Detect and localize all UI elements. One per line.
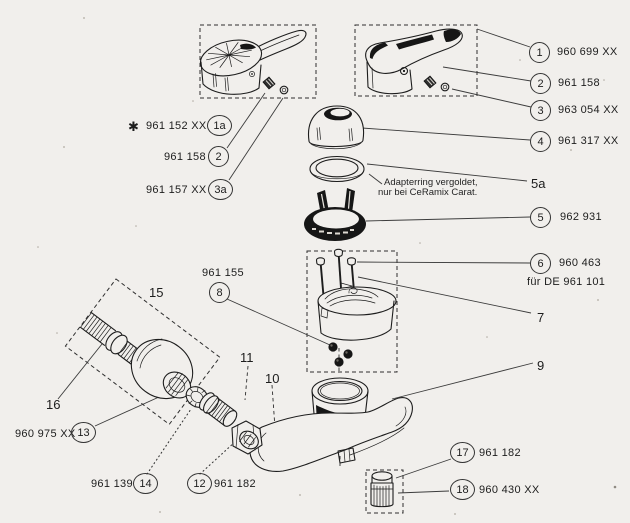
- mixer-body-art: [249, 397, 413, 472]
- callout-number-13: 13: [77, 426, 90, 439]
- part-code-13: 960 975 XX: [15, 428, 76, 440]
- part-code-6: 960 463: [559, 257, 601, 269]
- part-code-17: 961 182: [479, 447, 521, 459]
- alt-handle-group-box: [199, 24, 317, 99]
- callout-circle-3a: 3a: [208, 179, 233, 200]
- lever-handle-art: [365, 28, 463, 95]
- callout-number-3a: 3a: [214, 183, 227, 196]
- part-code-6-note: für DE 961 101: [527, 276, 606, 288]
- cap-plug-alt-art: [279, 85, 289, 95]
- callout-circle-4: 4: [530, 131, 551, 152]
- plug-group-box: [365, 469, 404, 514]
- callout-number-2-left: 2: [215, 150, 222, 163]
- adapter-ring-note-line2: nur bei CeRamix Carat.: [378, 187, 478, 198]
- dome-cap-art: [307, 105, 365, 150]
- callout-number-4: 4: [537, 135, 544, 148]
- part-code-3: 963 054 XX: [558, 104, 619, 116]
- callout-circle-13: 13: [71, 422, 96, 443]
- callout-circle-18: 18: [450, 479, 475, 500]
- part-code-14: 961 139: [91, 478, 133, 490]
- part-code-1a: 961 152 XX: [146, 120, 207, 132]
- callout-circle-6: 6: [530, 253, 551, 274]
- callout-number-7: 7: [537, 310, 545, 325]
- callout-number-15: 15: [149, 285, 164, 300]
- part-code-2-right: 961 158: [558, 77, 600, 89]
- paper-speckles: [37, 17, 617, 515]
- callout-number-6: 6: [537, 257, 544, 270]
- cartridge-art: [317, 286, 397, 341]
- s-union-art: [79, 312, 148, 369]
- leader-lines: [57, 28, 534, 494]
- callout-number-2-right: 2: [537, 77, 544, 90]
- callout-number-14: 14: [139, 477, 152, 490]
- cap-plug-art: [440, 82, 450, 92]
- grub-screw-alt-art: [262, 76, 276, 90]
- callout-circle-17: 17: [450, 442, 475, 463]
- seal-set-art: [328, 342, 353, 367]
- locking-ring-art: [304, 188, 366, 241]
- union-nut-art: [231, 420, 263, 455]
- callout-number-18: 18: [456, 483, 469, 496]
- callout-number-9: 9: [537, 358, 545, 373]
- callout-number-1: 1: [536, 46, 543, 59]
- cartridge-group-box: [306, 250, 398, 373]
- callout-number-12: 12: [193, 477, 206, 490]
- callout-circle-2-right: 2: [530, 73, 551, 94]
- callout-circle-5: 5: [530, 207, 551, 228]
- knob-handle-art: [199, 29, 307, 95]
- escutcheon-art: [130, 338, 194, 400]
- callout-number-10: 10: [265, 371, 280, 386]
- callout-circle-14: 14: [133, 473, 158, 494]
- adapter-nipple-art: [198, 392, 238, 427]
- part-code-3a: 961 157 XX: [146, 184, 207, 196]
- callout-number-17: 17: [456, 446, 469, 459]
- drain-plug-art: [370, 471, 394, 508]
- callout-number-8: 8: [216, 286, 223, 299]
- asterisk-mark: ✱: [128, 119, 139, 134]
- part-code-8: 961 155: [202, 267, 244, 279]
- part-code-2-left: 961 158: [164, 151, 206, 163]
- callout-number-1a: 1a: [213, 119, 226, 132]
- callout-circle-1: 1: [529, 42, 550, 63]
- callout-number-3: 3: [537, 104, 544, 117]
- callout-circle-3: 3: [530, 100, 551, 121]
- part-code-4: 961 317 XX: [558, 135, 619, 147]
- callout-circle-12: 12: [187, 473, 212, 494]
- part-code-12: 961 182: [214, 478, 256, 490]
- adapter-ring-note-line1: Adapterring vergoldet,: [384, 177, 478, 188]
- std-handle-group-box: [354, 24, 478, 97]
- callout-number-16: 16: [46, 397, 61, 412]
- callout-circle-1a: 1a: [207, 115, 232, 136]
- part-code-1: 960 699 XX: [557, 46, 618, 58]
- callout-number-11: 11: [240, 350, 254, 365]
- part-code-5: 962 931: [560, 211, 602, 223]
- part-code-18: 960 430 XX: [479, 484, 540, 496]
- adapter-ring-art: [309, 155, 365, 183]
- callout-circle-2-left: 2: [208, 146, 229, 167]
- callout-circle-8: 8: [209, 282, 230, 303]
- grub-screw-art: [423, 75, 437, 89]
- callout-number-5: 5: [537, 211, 544, 224]
- callout-number-5a: 5a: [531, 176, 546, 191]
